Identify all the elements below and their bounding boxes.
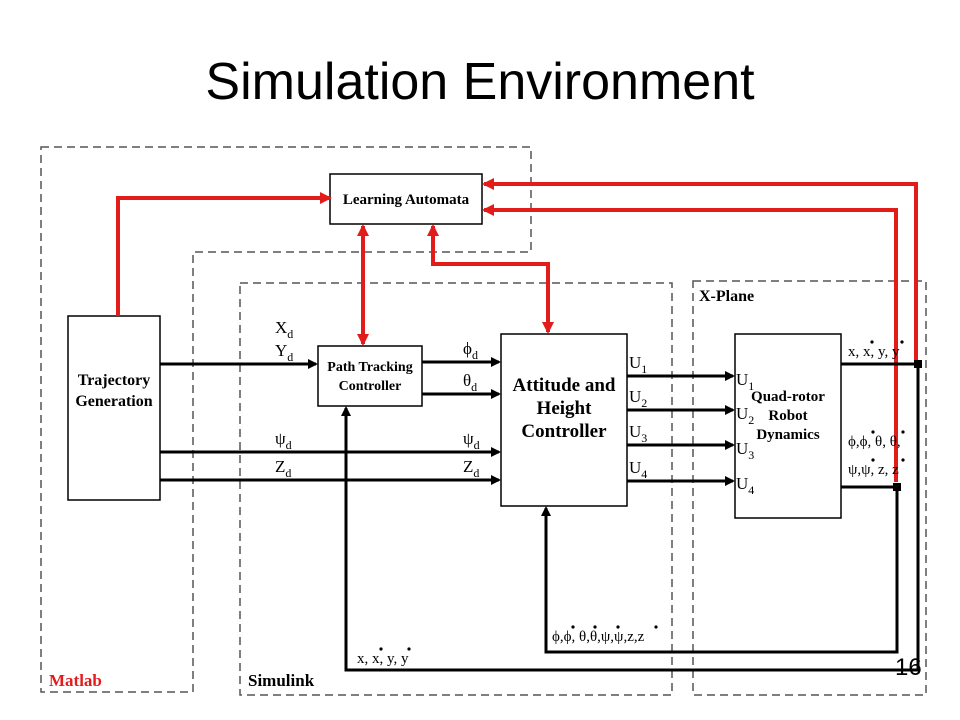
position-junction-dot (914, 360, 922, 368)
matlab-label: Matlab (49, 671, 102, 690)
attitude-junction-dot (893, 483, 901, 491)
learning-attitude-link (427, 224, 554, 334)
quad-rotor-dynamics-block (734, 333, 842, 519)
page-number: 16 (895, 654, 922, 681)
attitude-feedback-label: ϕ,ϕ, θ,θ,ψ,ψ,z,z (552, 629, 645, 645)
position-feedback-line (341, 364, 920, 672)
trajectory-label-line1: Trajectory (78, 372, 151, 389)
attitude-label-line1: Attitude and (513, 375, 616, 396)
trajectory-label-line2: Generation (75, 393, 152, 410)
attitude-feedback-line (541, 487, 899, 654)
attitude-output-label-line1: ϕ,ϕ, θ, θ, (848, 434, 901, 450)
xplane-label: X-Plane (699, 288, 754, 305)
thetad-label: θd (463, 371, 477, 394)
position-output-label: x, x, y, y (848, 344, 900, 360)
u4-in-label: U4 (736, 474, 754, 497)
xd-label: Xd (275, 318, 293, 341)
u1-out-label: U1 (629, 353, 647, 376)
matlab-region (40, 146, 532, 693)
u4-out-label: U4 (629, 458, 647, 481)
quad-label-line1: Quad-rotor (751, 389, 825, 405)
u2-in-label: U2 (736, 404, 754, 427)
trajectory-to-learning-link (116, 192, 332, 316)
path-tracking-label-line1: Path Tracking (327, 360, 412, 375)
trajectory-generation-block (67, 315, 161, 501)
quad-label-line2: Robot (768, 408, 807, 424)
feedback-to-learning-upper (482, 178, 918, 362)
path-tracking-label-line2: Controller (339, 379, 402, 394)
u2-out-label: U2 (629, 387, 647, 410)
attitude-output-label-line2: ψ,ψ, z, z (848, 462, 899, 478)
psid-left-label: ψd (275, 429, 292, 452)
slide-title: Simulation Environment (205, 53, 755, 111)
learning-automata-block (329, 173, 483, 225)
u3-in-label: U3 (736, 439, 754, 462)
quad-label-line3: Dynamics (756, 427, 819, 443)
simulink-label: Simulink (248, 671, 315, 690)
zd-left-label: Zd (275, 457, 291, 480)
position-feedback-label: x, x, y, y (357, 651, 409, 667)
attitude-label-line2: Height (537, 398, 593, 419)
attitude-height-controller-block (500, 333, 628, 507)
xplane-region (692, 280, 927, 696)
derivative-dots (379, 340, 905, 651)
learning-automata-label: Learning Automata (343, 192, 470, 208)
u1-in-label: U1 (736, 370, 754, 393)
u3-out-label: U3 (629, 422, 647, 445)
yd-label: Yd (275, 341, 293, 364)
attitude-label-line3: Controller (521, 421, 607, 442)
phid-label: ϕd (463, 339, 478, 362)
path-tracking-controller-block (317, 345, 423, 407)
zd-mid-label: Zd (463, 457, 479, 480)
feedback-to-learning-lower (482, 204, 898, 482)
psid-mid-label: ψd (463, 429, 480, 452)
